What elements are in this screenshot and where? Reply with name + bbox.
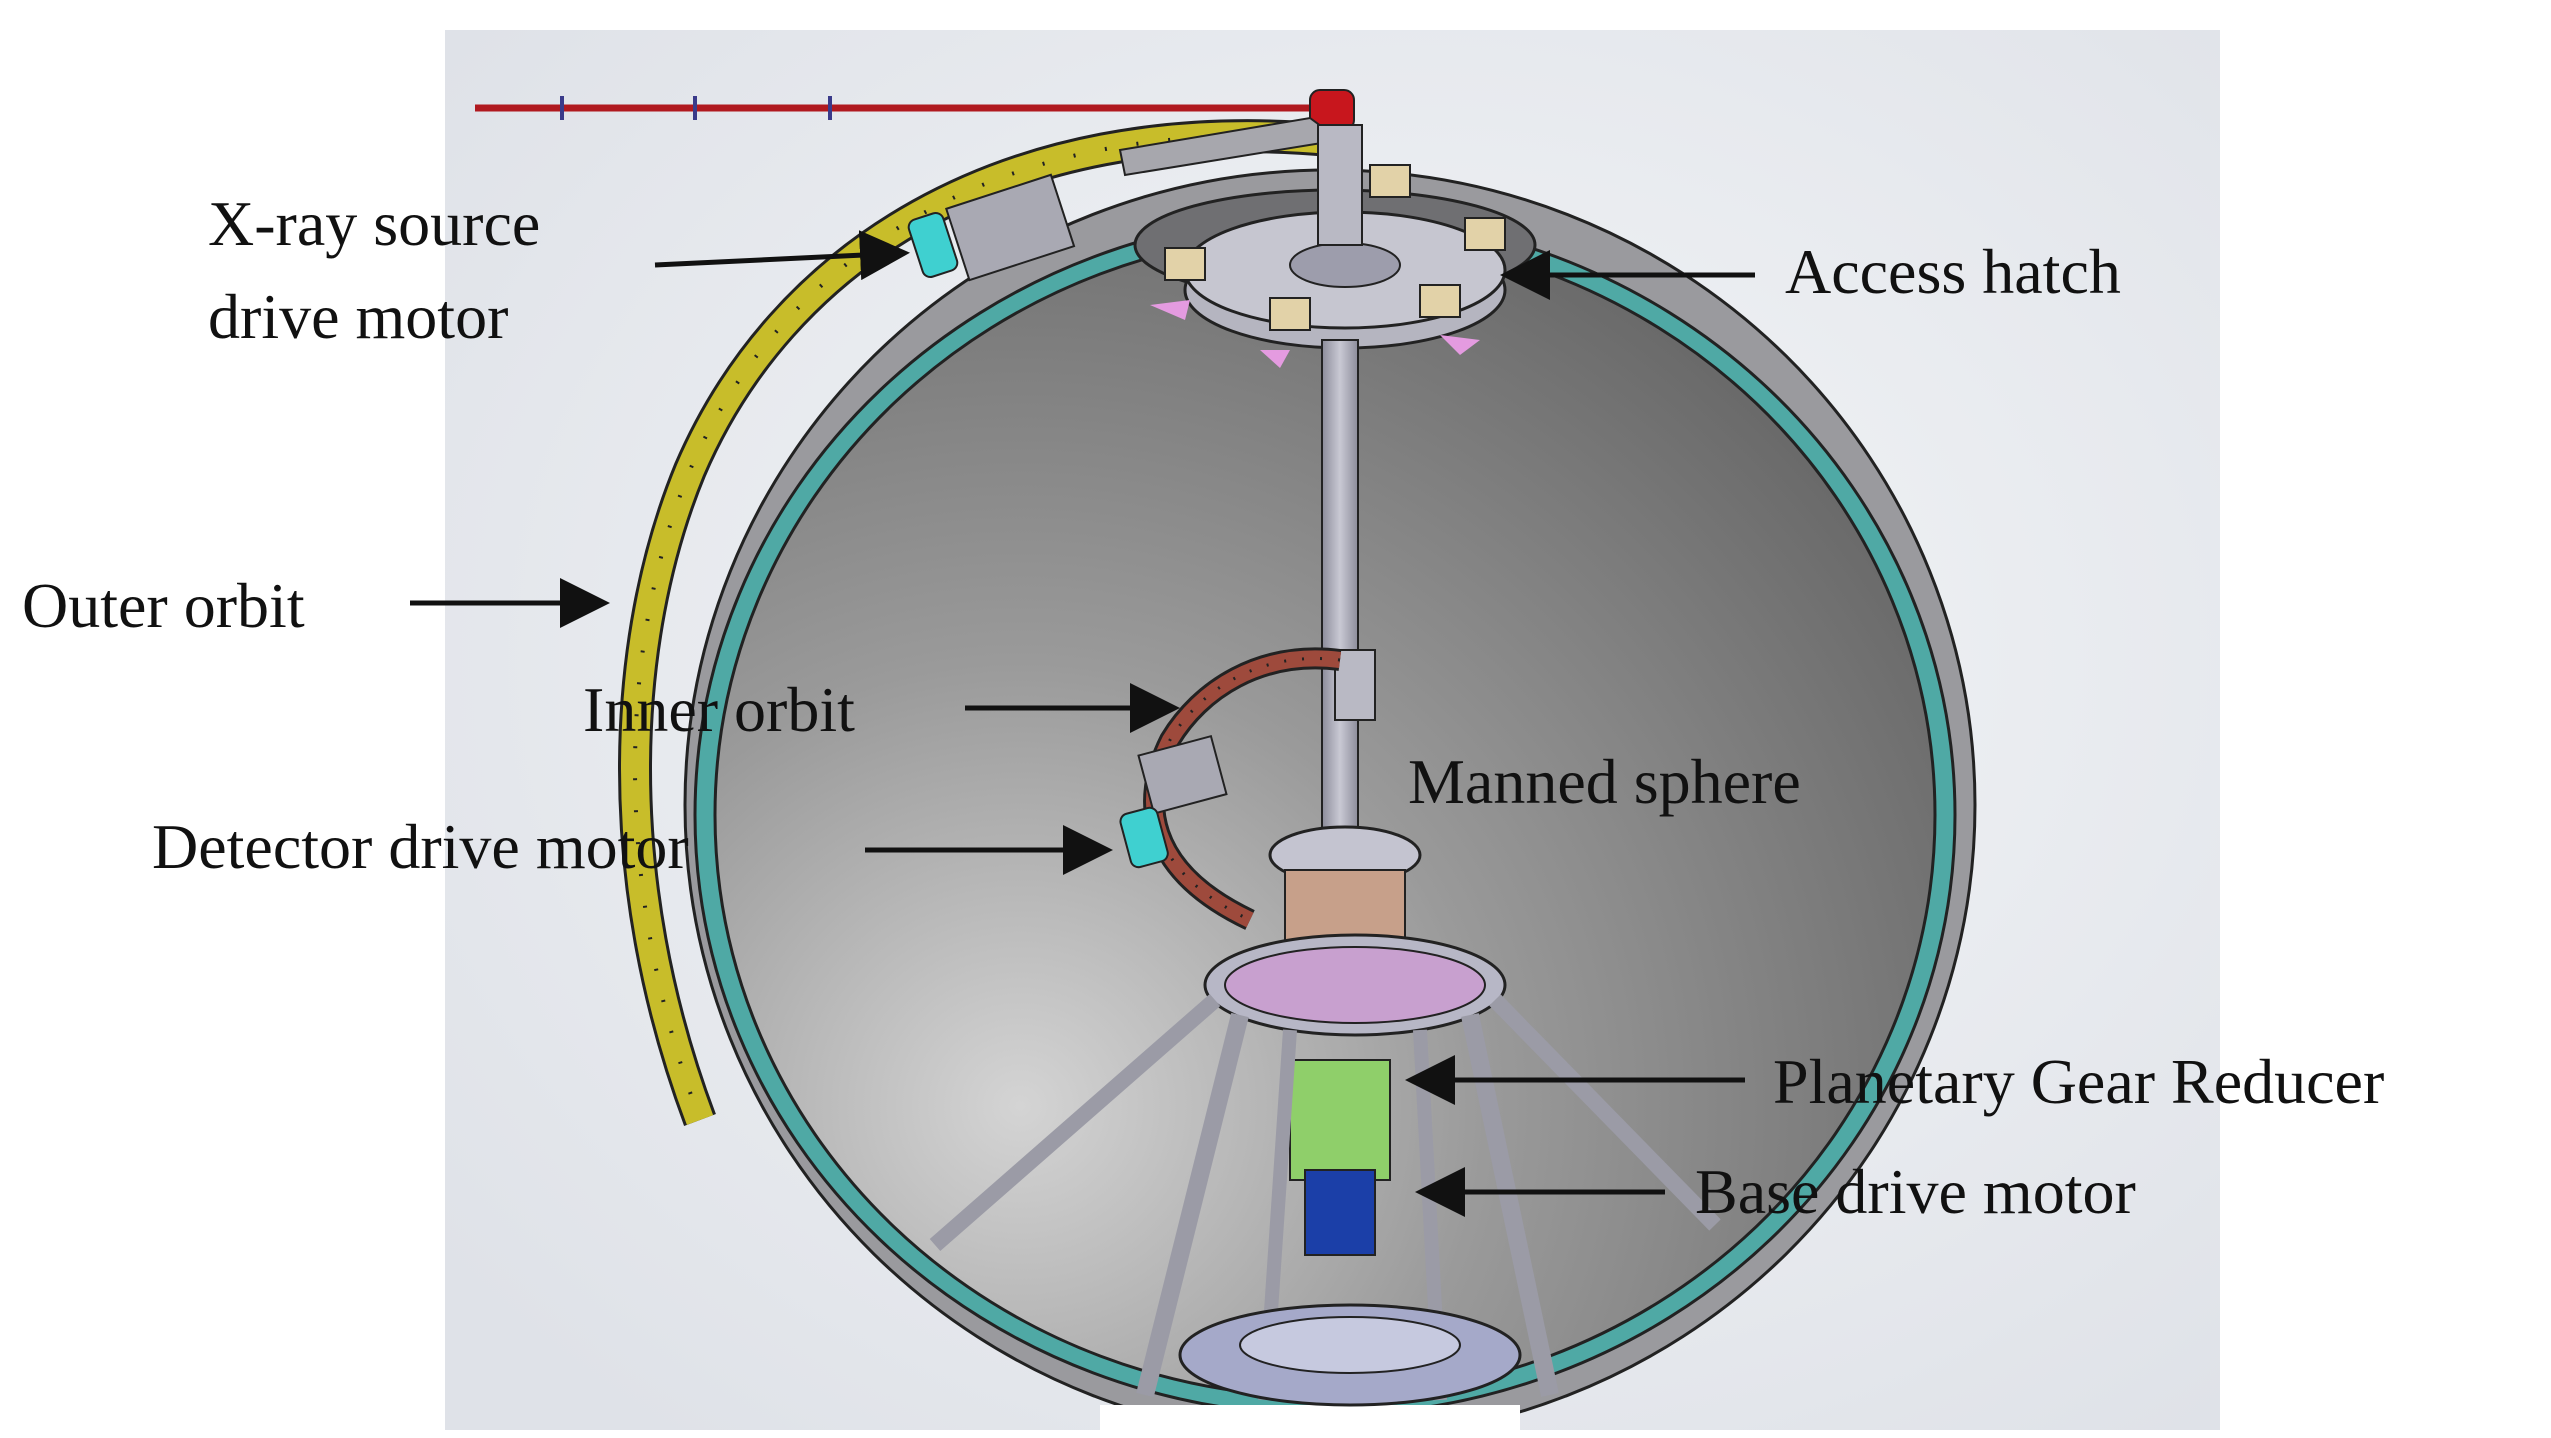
label-manned-sphere: Manned sphere: [1408, 746, 1801, 817]
label-xray-source-drive-motor: X-ray source drive motor: [208, 178, 540, 364]
inner-orbit-rail: [1143, 647, 1342, 930]
label-inner-orbit: Inner orbit: [583, 674, 855, 745]
label-planetary-gear-reducer: Planetary Gear Reducer: [1773, 1046, 2385, 1117]
central-column: [1317, 124, 1376, 861]
arrow-xray-motor: [654, 230, 910, 281]
access-hatch: [1150, 164, 1507, 368]
top-pointer-rod: [475, 89, 1355, 177]
xray-drive-motor-assembly: [907, 173, 1076, 282]
base-drive-assembly: [929, 825, 1721, 1407]
label-detector-drive-motor: Detector drive motor: [152, 811, 689, 882]
label-base-drive-motor: Base drive motor: [1695, 1156, 2136, 1227]
label-xray-line2: drive motor: [208, 280, 509, 352]
callout-arrows: [410, 230, 1755, 1217]
label-access-hatch: Access hatch: [1785, 236, 2121, 307]
label-outer-orbit: Outer orbit: [22, 570, 305, 641]
label-xray-line1: X-ray source: [208, 188, 541, 259]
detector-drive-motor-assembly: [1119, 734, 1228, 869]
outer-orbit-rail: [618, 119, 1332, 1126]
